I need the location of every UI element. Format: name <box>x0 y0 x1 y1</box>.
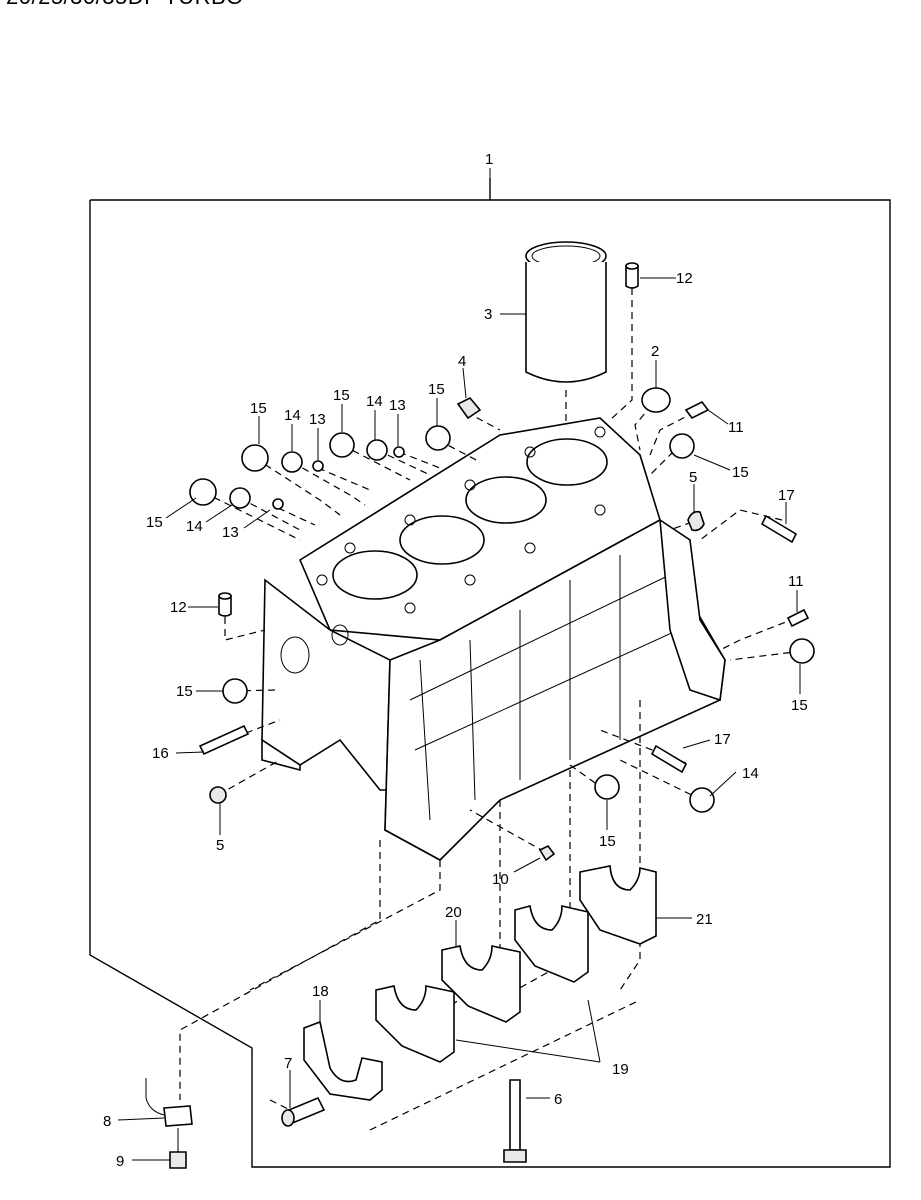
callout-15-right: 15 <box>791 697 808 714</box>
leader-lines <box>179 288 803 1131</box>
callout-13-row1-b: 13 <box>389 397 406 414</box>
callout-5-left: 5 <box>216 837 224 854</box>
bearing-caps[interactable] <box>303 865 657 1101</box>
callout-21: 21 <box>696 911 713 928</box>
callout-15-row2: 15 <box>146 514 163 531</box>
callout-15-lower: 15 <box>599 833 616 850</box>
callout-14-lower: 14 <box>742 765 759 782</box>
callout-15-left: 15 <box>176 683 193 700</box>
assembly-frame <box>89 178 891 1168</box>
callout-14-row2: 14 <box>186 518 203 535</box>
callout-13-row1-a: 13 <box>309 411 326 428</box>
callout-11-top: 11 <box>728 419 744 436</box>
callout-19: 19 <box>612 1061 629 1078</box>
callout-14-row1-b: 14 <box>366 393 383 410</box>
callout-10: 10 <box>492 871 509 888</box>
callout-15-row1-b: 15 <box>333 387 350 404</box>
callout-12-left: 12 <box>170 599 187 616</box>
callout-12-top: 12 <box>676 270 693 287</box>
callout-8: 8 <box>103 1113 111 1130</box>
callout-17-lower: 17 <box>714 731 731 748</box>
callout-16: 16 <box>152 745 169 762</box>
callout-14-row1-a: 14 <box>284 407 301 424</box>
diagram-title: 20/25/30/35DF TURBO <box>6 0 244 10</box>
callout-4: 4 <box>458 353 466 370</box>
bolts[interactable] <box>145 1078 527 1169</box>
callout-15-row1-a: 15 <box>250 400 267 417</box>
callout-15-top-right: 15 <box>732 464 749 481</box>
callout-18: 18 <box>312 983 329 1000</box>
callout-20: 20 <box>445 904 462 921</box>
engine-block[interactable] <box>261 417 726 861</box>
callout-labels: 1 2 3 4 12 11 15 5 17 11 15 15 14 13 15 … <box>103 151 808 1170</box>
callout-5-right: 5 <box>689 469 697 486</box>
callout-13-row2: 13 <box>222 524 239 541</box>
callout-2: 2 <box>651 343 659 360</box>
callout-11-right: 11 <box>788 573 804 590</box>
callout-9: 9 <box>116 1153 124 1170</box>
callout-15-row1-c: 15 <box>428 381 445 398</box>
callout-3: 3 <box>484 306 492 323</box>
cylinder-liner[interactable] <box>525 241 607 465</box>
callout-leaders <box>117 168 801 1161</box>
callout-17-right: 17 <box>778 487 795 504</box>
callout-1: 1 <box>485 151 493 168</box>
callout-6: 6 <box>554 1091 562 1108</box>
callout-7: 7 <box>284 1055 292 1072</box>
